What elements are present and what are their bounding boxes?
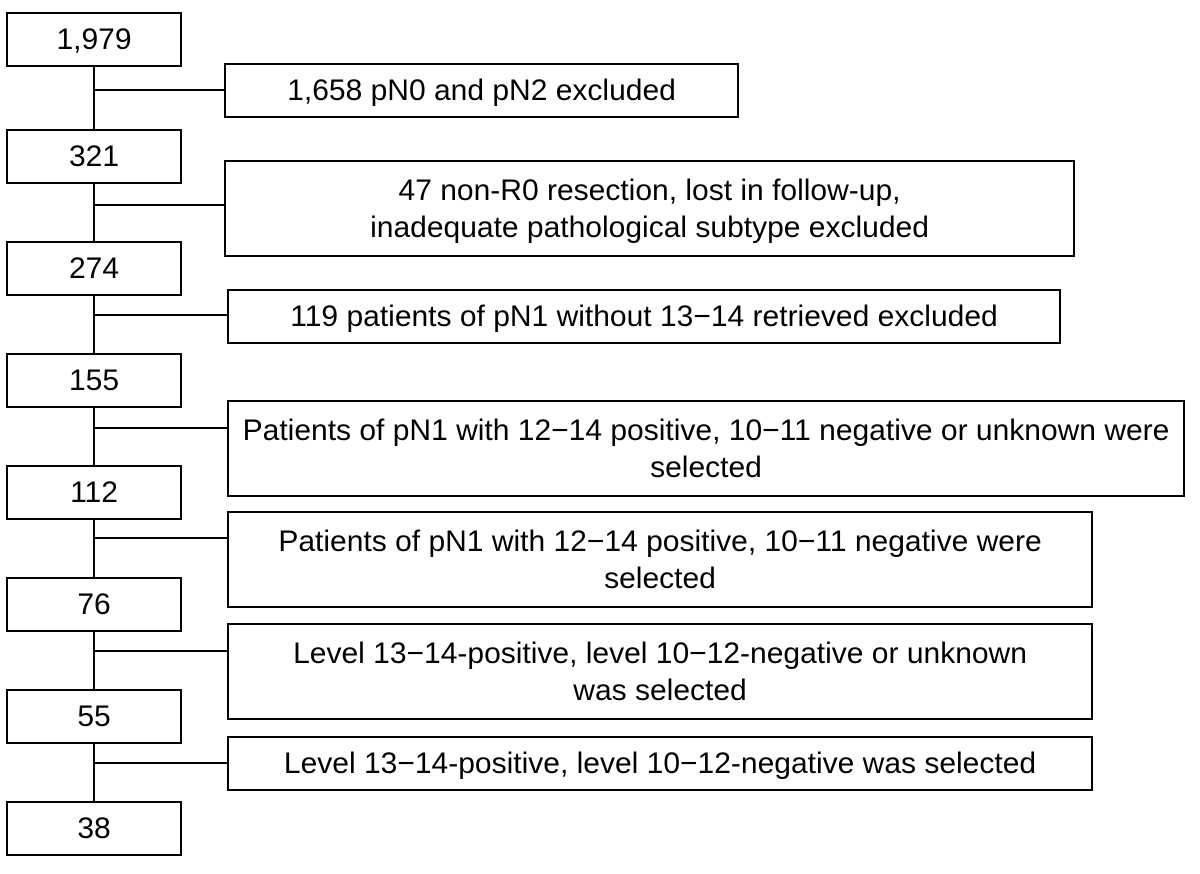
- count-box-1979: 1,979: [6, 12, 182, 67]
- exclusion-box-without-13-14: 119 patients of pN1 without 13−14 retrie…: [227, 289, 1061, 344]
- selection-box-level-13-14: Level 13−14-positive, level 10−12-negati…: [227, 736, 1093, 791]
- exclusion-box-non-r0: 47 non-R0 resection, lost in follow-up, …: [224, 160, 1075, 257]
- count-box-76: 76: [6, 577, 182, 632]
- exclusion-box-pn0-pn2: 1,658 pN0 and pN2 excluded: [224, 63, 739, 118]
- count-box-38: 38: [6, 801, 182, 856]
- count-box-55: 55: [6, 689, 182, 744]
- count-box-112: 112: [6, 465, 182, 520]
- count-box-321: 321: [6, 129, 182, 184]
- selection-box-level-13-14-or-unknown: Level 13−14-positive, level 10−12-negati…: [227, 623, 1093, 720]
- count-box-274: 274: [6, 241, 182, 296]
- selection-box-12-14-negative-or-unknown: Patients of pN1 with 12−14 positive, 10−…: [227, 400, 1185, 497]
- count-box-155: 155: [6, 353, 182, 408]
- selection-box-12-14-negative: Patients of pN1 with 12−14 positive, 10−…: [227, 511, 1093, 608]
